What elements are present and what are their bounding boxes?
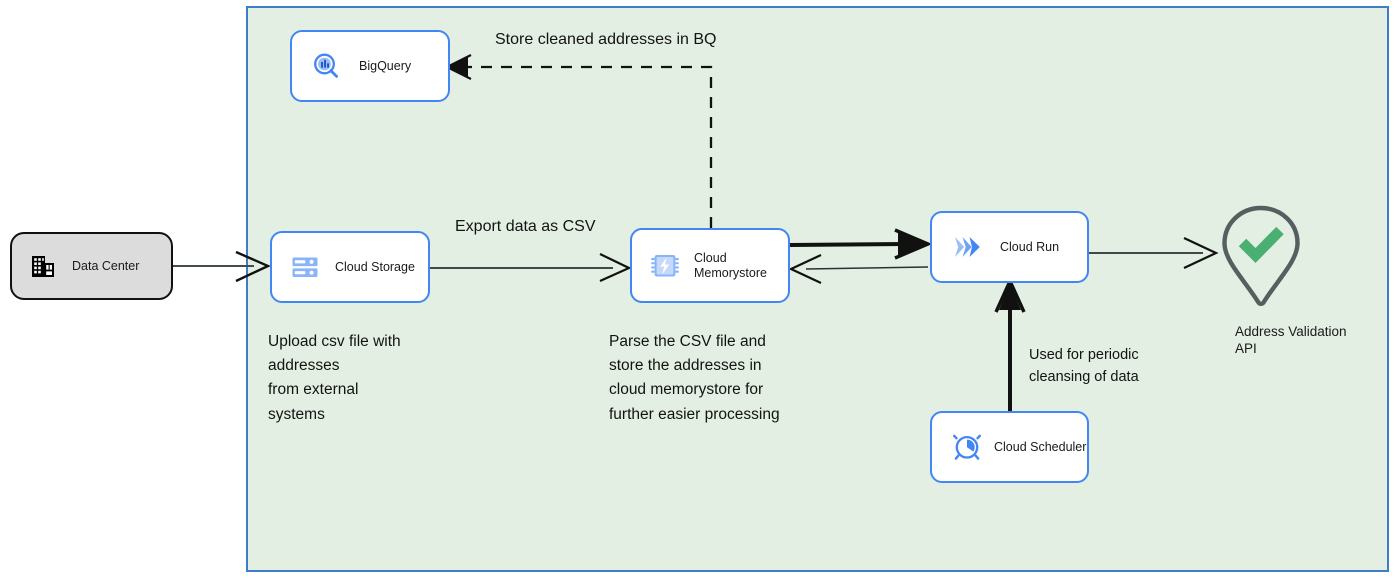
node-label-cloud-storage: Cloud Storage xyxy=(335,259,415,274)
cloud-scheduler-clock-icon xyxy=(952,432,982,462)
node-cloud-run[interactable]: Cloud Run xyxy=(930,211,1089,283)
note-periodic-cleansing: Used for periodic cleansing of data xyxy=(1029,347,1139,385)
node-label-data-center: Data Center xyxy=(72,258,140,273)
cloud-memorystore-icon xyxy=(650,251,680,281)
edge-label-store-cleaned-addresses: Store cleaned addresses in BQ xyxy=(495,31,717,48)
node-cloud-storage[interactable]: Cloud Storage xyxy=(270,231,430,303)
cloud-storage-icon xyxy=(290,252,320,282)
node-label-cloud-memorystore: Cloud Memorystore xyxy=(694,250,767,280)
bigquery-icon xyxy=(310,50,342,82)
data-center-building-icon xyxy=(30,253,56,279)
node-label-cloud-scheduler: Cloud Scheduler xyxy=(994,439,1087,454)
node-cloud-memorystore[interactable]: Cloud Memorystore xyxy=(630,228,790,303)
cloud-run-icon xyxy=(952,232,984,262)
node-label-bigquery: BigQuery xyxy=(359,58,412,73)
node-bigquery[interactable]: BigQuery xyxy=(290,30,450,102)
note-parse-csv: Parse the CSV file and store the address… xyxy=(609,333,780,423)
note-upload-csv: Upload csv file with addresses from exte… xyxy=(268,333,401,423)
map-pin-check-icon xyxy=(1218,204,1304,313)
node-label-cloud-run: Cloud Run xyxy=(1000,239,1060,254)
node-label-address-validation-api: Address Validation API xyxy=(1235,324,1347,357)
node-data-center[interactable]: Data Center xyxy=(10,232,173,300)
edge-label-export-data-as-csv: Export data as CSV xyxy=(455,218,596,235)
node-address-validation-api[interactable]: Address Validation API xyxy=(1203,204,1347,358)
node-cloud-scheduler[interactable]: Cloud Scheduler xyxy=(930,411,1089,483)
